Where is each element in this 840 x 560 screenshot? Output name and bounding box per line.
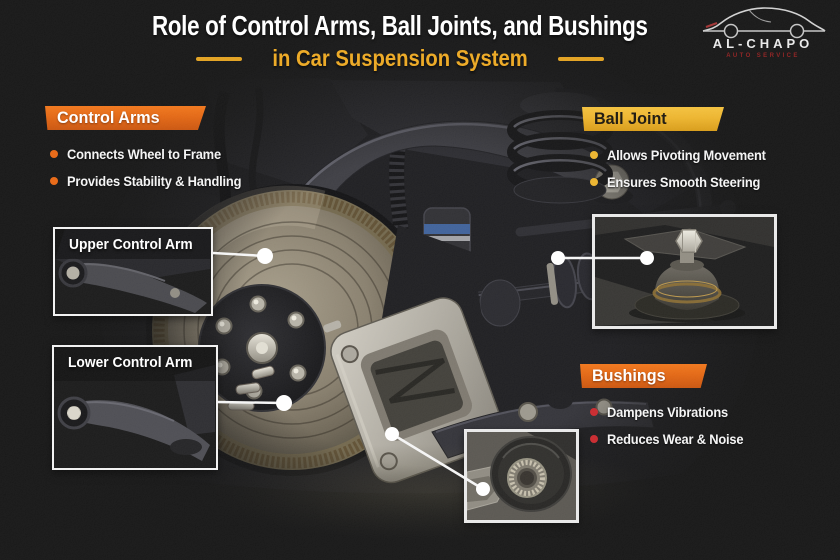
subtitle-dash-right-icon — [558, 56, 605, 61]
brand-tagline: AUTO SERVICE — [726, 53, 800, 59]
bushing-photo — [467, 432, 576, 520]
bushings-title: Bushings — [592, 366, 666, 385]
bullet-dot-icon — [590, 177, 598, 186]
lower-control-arm-label: Lower Control Arm — [68, 354, 193, 371]
ball-joint-photo — [595, 217, 774, 326]
bullet-dot-icon — [590, 150, 598, 159]
page-subtitle: in Car Suspension System — [272, 45, 528, 71]
headline: Role of Control Arms, Ball Joints, and B… — [30, 10, 770, 72]
upper-control-arm-label: Upper Control Arm — [69, 236, 193, 253]
brand-logo: AL-CHAPO AUTO SERVICE — [692, 2, 834, 59]
brand-name: AL-CHAPO — [712, 36, 814, 51]
bushings-bullet-2: Reduces Wear & Noise — [590, 425, 755, 452]
bushing-inset — [464, 429, 579, 523]
bullet-dot-icon — [590, 407, 598, 416]
control-arms-title: Control Arms — [57, 108, 160, 127]
lower-control-arm-callout: Lower Control Arm — [52, 345, 218, 470]
bullet-dot-icon — [590, 434, 598, 443]
control-arms-bullet-1: Connects Wheel to Frame — [50, 140, 256, 167]
ball-joint-banner: Ball Joint — [582, 107, 724, 131]
bullet-dot-icon — [50, 176, 58, 185]
section-bushings: Bushings Dampens Vibrations Reduces Wear… — [580, 364, 755, 452]
bullet-dot-icon — [50, 149, 58, 158]
control-arms-banner: Control Arms — [45, 106, 206, 130]
ball-joint-inset — [592, 214, 777, 329]
section-control-arms: Control Arms Connects Wheel to Frame Pro… — [45, 106, 256, 194]
sports-car-icon — [702, 7, 826, 39]
ball-joint-title: Ball Joint — [594, 109, 667, 128]
page-title: Role of Control Arms, Ball Joints, and B… — [152, 10, 648, 41]
ball-joint-bullet-1: Allows Pivoting Movement — [590, 141, 780, 168]
upper-control-arm-callout: Upper Control Arm — [53, 227, 213, 316]
bushings-bullet-1: Dampens Vibrations — [590, 398, 755, 425]
ball-joint-bullet-2: Ensures Smooth Steering — [590, 168, 780, 195]
control-arms-bullet-2: Provides Stability & Handling — [50, 167, 256, 194]
subtitle-dash-left-icon — [195, 56, 242, 61]
bushings-banner: Bushings — [580, 364, 707, 388]
section-ball-joint: Ball Joint Allows Pivoting Movement Ensu… — [582, 107, 780, 195]
